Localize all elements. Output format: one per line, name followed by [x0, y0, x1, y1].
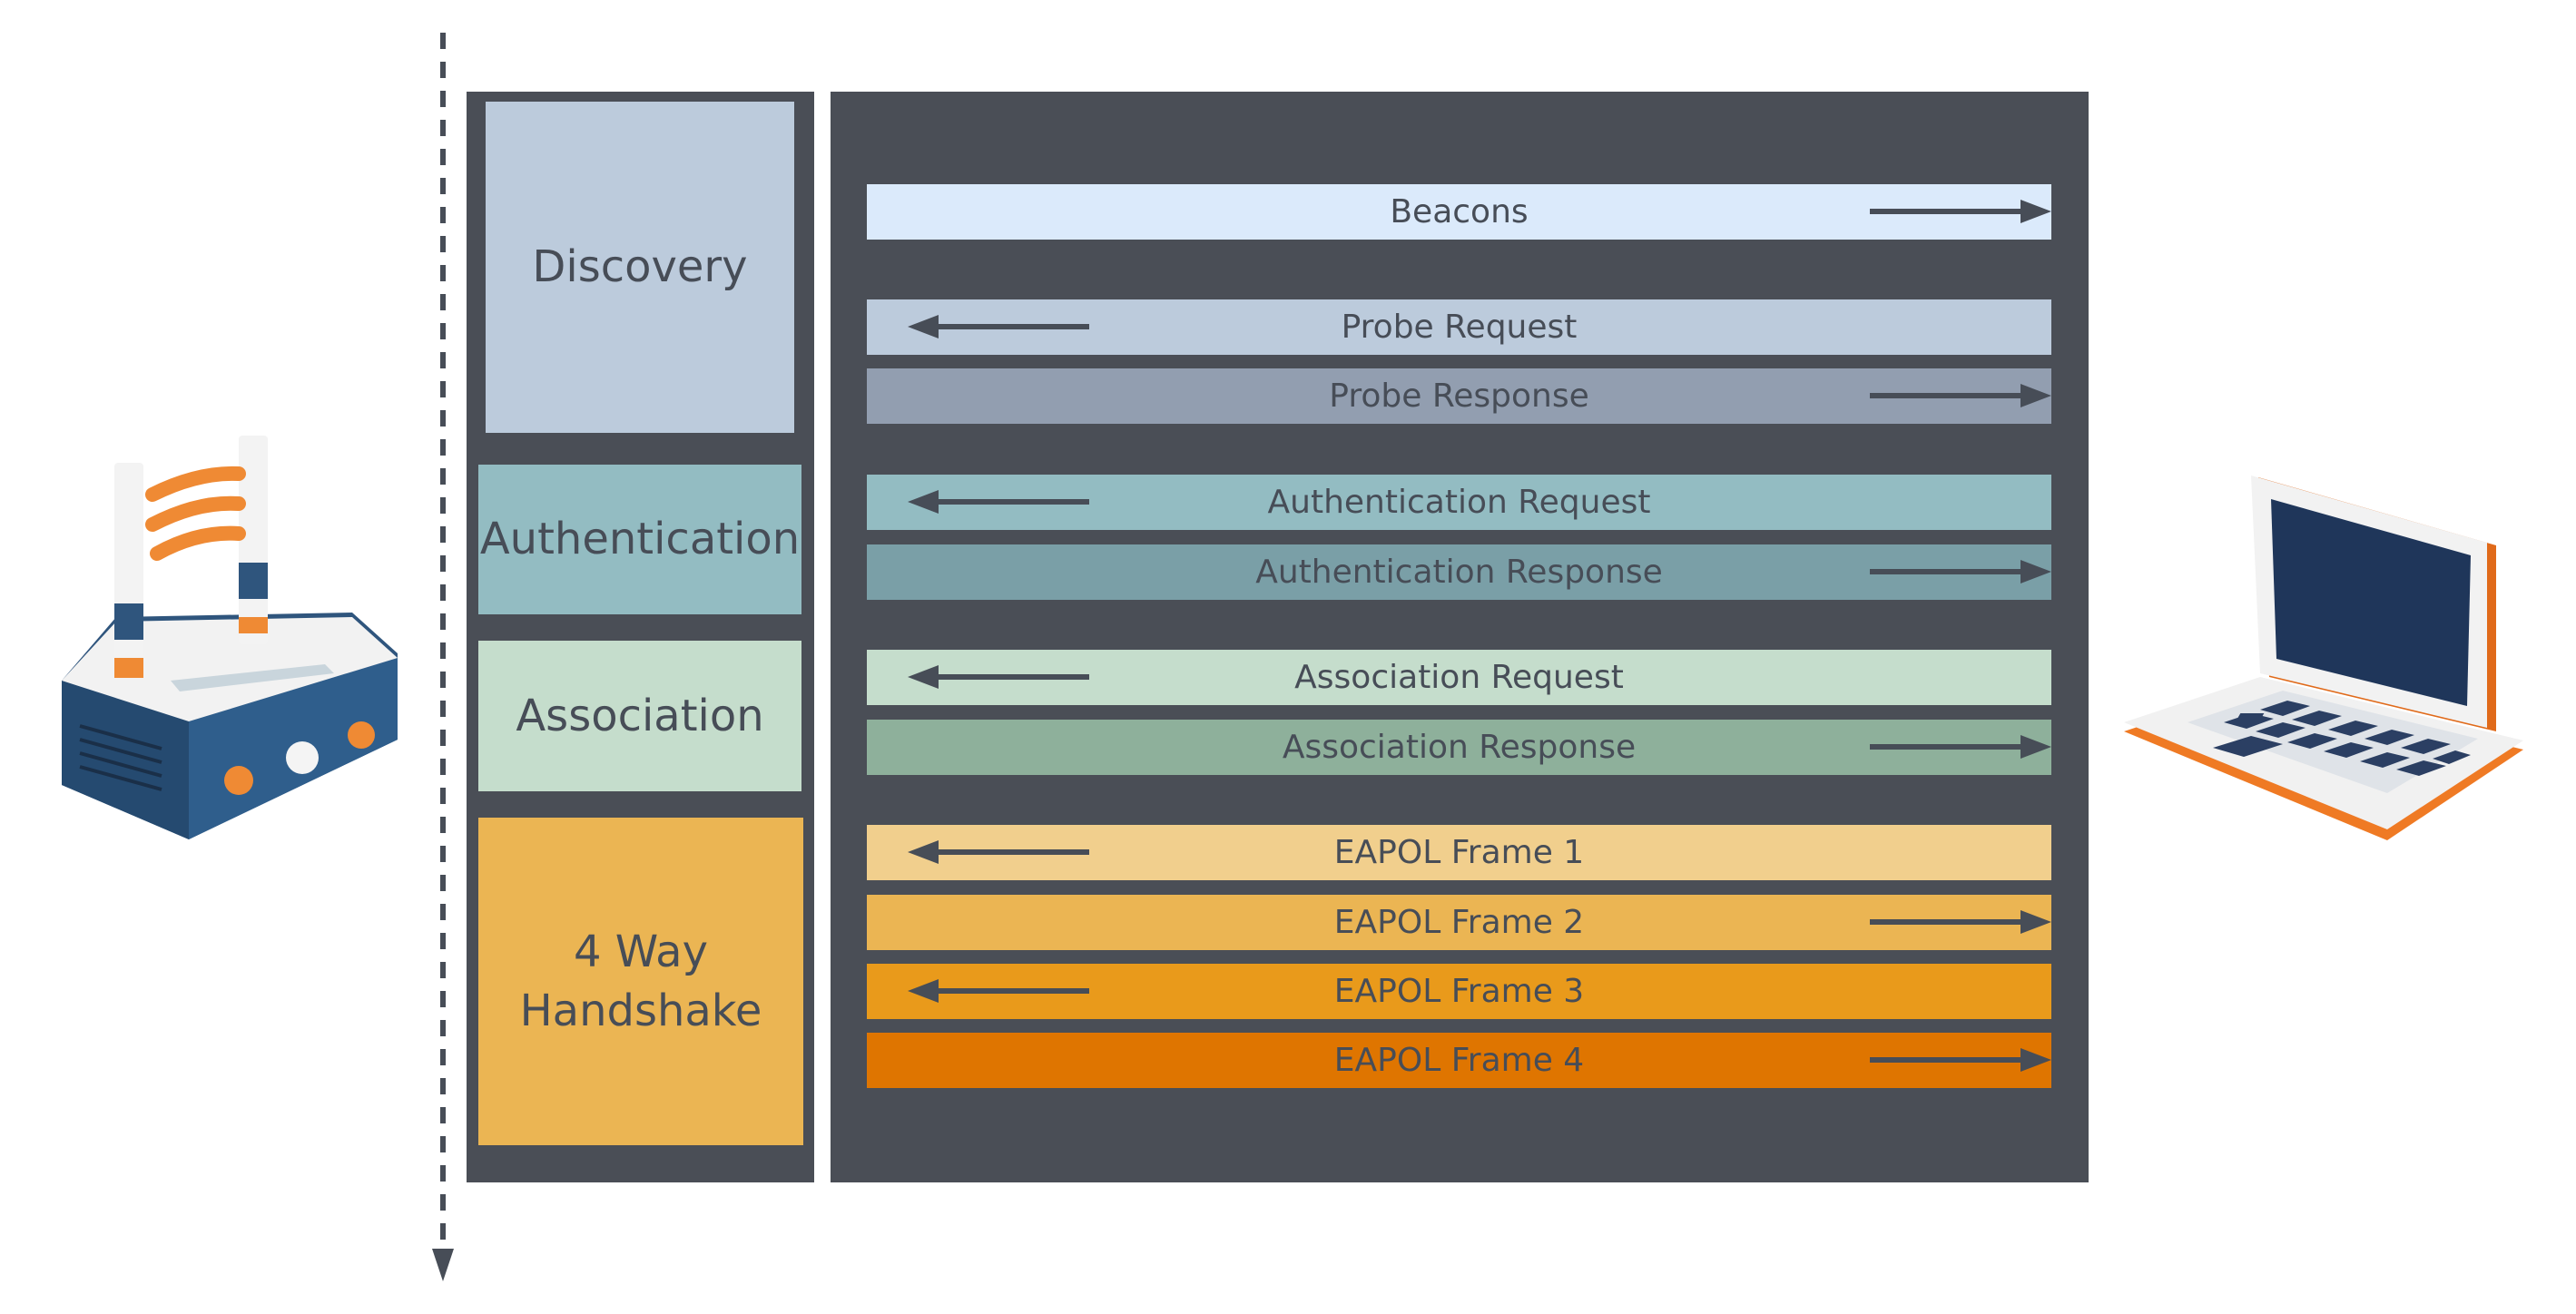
message-bar: Association Request: [867, 650, 2051, 705]
message-bar: Authentication Response: [867, 544, 2051, 600]
arrow-right-icon: [1870, 735, 2051, 759]
phase-handshake-label: 4 Way Handshake: [519, 926, 762, 1036]
message-bar: EAPOL Frame 1: [867, 825, 2051, 880]
arrow-right-icon: [1870, 910, 2051, 934]
phase-authentication: Authentication: [478, 465, 801, 614]
arrow-left-icon: [908, 315, 1089, 338]
message-bar: EAPOL Frame 4: [867, 1033, 2051, 1088]
message-label: Beacons: [1390, 193, 1529, 230]
message-label: EAPOL Frame 3: [1333, 973, 1585, 1010]
message-label: EAPOL Frame 1: [1333, 834, 1585, 871]
arrow-left-icon: [908, 665, 1089, 689]
laptop-icon: [2124, 476, 2523, 840]
message-label: Authentication Request: [1267, 484, 1651, 521]
message-bar: Beacons: [867, 184, 2051, 240]
message-bar: Authentication Request: [867, 475, 2051, 530]
message-bar: EAPOL Frame 2: [867, 895, 2051, 950]
arrow-right-icon: [1870, 1048, 2051, 1072]
wifi-router-icon: [62, 436, 398, 839]
message-bar: Probe Request: [867, 299, 2051, 355]
arrow-left-icon: [908, 979, 1089, 1003]
arrow-left-icon: [908, 490, 1089, 514]
message-label: EAPOL Frame 2: [1333, 904, 1585, 941]
phase-4-way-handshake: 4 Way Handshake: [478, 818, 803, 1145]
message-bar: Association Response: [867, 720, 2051, 775]
message-label: Probe Request: [1341, 309, 1578, 346]
arrow-left-icon: [908, 840, 1089, 864]
message-label: Probe Response: [1329, 378, 1589, 415]
phase-discovery: Discovery: [486, 102, 794, 433]
message-label: Association Response: [1282, 729, 1637, 766]
phase-association-label: Association: [516, 690, 764, 741]
time-axis-arrow: [432, 33, 454, 1281]
phase-discovery-label: Discovery: [532, 241, 748, 293]
phase-authentication-label: Authentication: [479, 514, 801, 565]
message-label: EAPOL Frame 4: [1333, 1042, 1585, 1079]
message-label: Association Request: [1294, 659, 1624, 696]
message-label: Authentication Response: [1255, 554, 1663, 591]
phase-association: Association: [478, 641, 801, 791]
arrow-right-icon: [1870, 560, 2051, 583]
message-bar: EAPOL Frame 3: [867, 964, 2051, 1019]
message-bar: Probe Response: [867, 368, 2051, 424]
arrow-right-icon: [1870, 384, 2051, 407]
arrow-right-icon: [1870, 200, 2051, 223]
